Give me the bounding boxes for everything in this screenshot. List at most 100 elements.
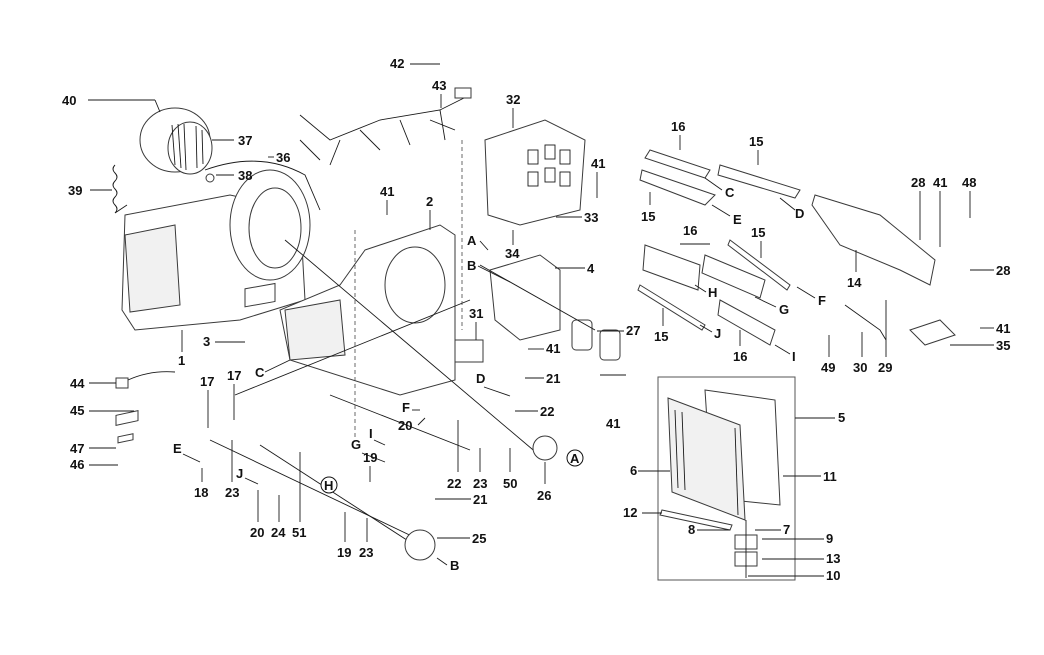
callout-c22a: 22 xyxy=(540,404,554,419)
callout-cD: D xyxy=(476,371,485,386)
callout-c20a: 20 xyxy=(398,418,412,433)
control-module-part xyxy=(454,339,484,363)
blower-motor-part xyxy=(139,99,215,183)
callout-c46: 46 xyxy=(70,457,84,472)
callout-c51: 51 xyxy=(292,525,306,540)
callout-c50: 50 xyxy=(503,476,517,491)
actuator-part xyxy=(599,329,621,361)
leader-line-cHr xyxy=(694,284,707,293)
callout-c16c: 16 xyxy=(733,349,747,364)
leader-line-cI xyxy=(373,439,386,446)
callout-c12: 12 xyxy=(623,505,637,520)
callout-c7: 7 xyxy=(783,522,790,537)
callout-c17a: 17 xyxy=(200,374,214,389)
callout-c15c: 15 xyxy=(751,225,765,240)
leader-line-cA1 xyxy=(479,240,489,251)
evaporator-part xyxy=(659,389,781,578)
leader-line-cC xyxy=(264,359,291,373)
sensor-part xyxy=(115,377,129,389)
callout-c28a: 28 xyxy=(911,175,925,190)
callout-circle-cH xyxy=(320,476,338,494)
blower-case-part xyxy=(121,160,321,331)
callout-c15b: 15 xyxy=(641,209,655,224)
callout-c28b: 28 xyxy=(996,263,1010,278)
door-panels-part xyxy=(637,149,801,346)
callout-c45: 45 xyxy=(70,403,84,418)
callout-c41a: 41 xyxy=(591,156,605,171)
callout-cH: H xyxy=(324,478,333,493)
callout-c26: 26 xyxy=(537,488,551,503)
callout-c41f: 41 xyxy=(996,321,1010,336)
callout-cIr: I xyxy=(792,349,796,364)
callout-c42: 42 xyxy=(390,56,404,71)
callout-c39: 39 xyxy=(68,183,82,198)
leader-line-cCr xyxy=(704,177,723,191)
callout-c11: 11 xyxy=(823,469,837,484)
callout-c38: 38 xyxy=(238,168,252,183)
callout-cHr: H xyxy=(708,285,717,300)
callout-circle-cA2 xyxy=(566,449,584,467)
callout-c17b: 17 xyxy=(227,368,241,383)
callout-leaders xyxy=(88,63,994,577)
leader-line-cE xyxy=(182,453,201,463)
callout-cF: F xyxy=(402,400,410,415)
leader-line-cJr xyxy=(699,324,713,333)
callout-c22b: 22 xyxy=(447,476,461,491)
actuator-part xyxy=(571,319,593,351)
callout-c40: 40 xyxy=(62,93,76,108)
resistor-coil-part xyxy=(112,164,128,214)
callout-c31: 31 xyxy=(469,306,483,321)
callout-cA1: A xyxy=(467,233,477,248)
callout-cB1: B xyxy=(467,258,476,273)
gear-part xyxy=(404,529,436,561)
callout-c21a: 21 xyxy=(546,371,560,386)
callout-cDr: D xyxy=(795,206,804,221)
callout-c41b: 41 xyxy=(380,184,394,199)
callout-c23b: 23 xyxy=(225,485,239,500)
leader-line-cDr xyxy=(779,197,796,211)
gear-part xyxy=(532,435,558,461)
resistor-block-part xyxy=(244,282,276,308)
callout-c41d: 41 xyxy=(606,416,620,431)
callout-c29: 29 xyxy=(878,360,892,375)
leader-line-cB2 xyxy=(436,557,448,566)
callout-cG: G xyxy=(351,437,361,452)
leader-line-cIr xyxy=(774,344,791,355)
callout-c41e: 41 xyxy=(933,175,947,190)
callout-c9: 9 xyxy=(826,531,833,546)
callout-c49: 49 xyxy=(821,360,835,375)
callout-c6: 6 xyxy=(630,463,637,478)
mode-housing-part xyxy=(489,254,561,341)
callout-c2: 2 xyxy=(426,194,433,209)
callout-cJ: J xyxy=(236,466,243,481)
evaporator-inset-box xyxy=(657,376,796,581)
heater-core-part xyxy=(811,194,936,286)
callout-c35: 35 xyxy=(996,338,1010,353)
callout-c16a: 16 xyxy=(671,119,685,134)
callout-c30: 30 xyxy=(853,360,867,375)
leader-line-c20a xyxy=(417,417,426,426)
callout-c10: 10 xyxy=(826,568,840,583)
callout-c16b: 16 xyxy=(683,223,697,238)
leader-line-cG2 xyxy=(754,296,777,308)
callout-cI: I xyxy=(369,426,373,441)
callout-c43: 43 xyxy=(432,78,446,93)
callout-cCr: C xyxy=(725,185,735,200)
leader-line-cB1 xyxy=(477,265,511,283)
callout-c33: 33 xyxy=(584,210,598,225)
callout-cEr: E xyxy=(733,212,742,227)
callout-c4: 4 xyxy=(587,261,595,276)
callout-cA2: A xyxy=(570,451,580,466)
heater-unit-part xyxy=(484,119,586,226)
callout-c23a: 23 xyxy=(473,476,487,491)
leader-line-cJ xyxy=(244,477,259,485)
pad-part xyxy=(909,319,956,346)
callout-c48: 48 xyxy=(962,175,976,190)
callout-c18: 18 xyxy=(194,485,208,500)
callout-c32: 32 xyxy=(506,92,520,107)
callout-c3: 3 xyxy=(203,334,210,349)
linkage-lines xyxy=(209,239,596,556)
callout-c19b: 19 xyxy=(337,545,351,560)
leader-line-cD xyxy=(483,386,511,397)
